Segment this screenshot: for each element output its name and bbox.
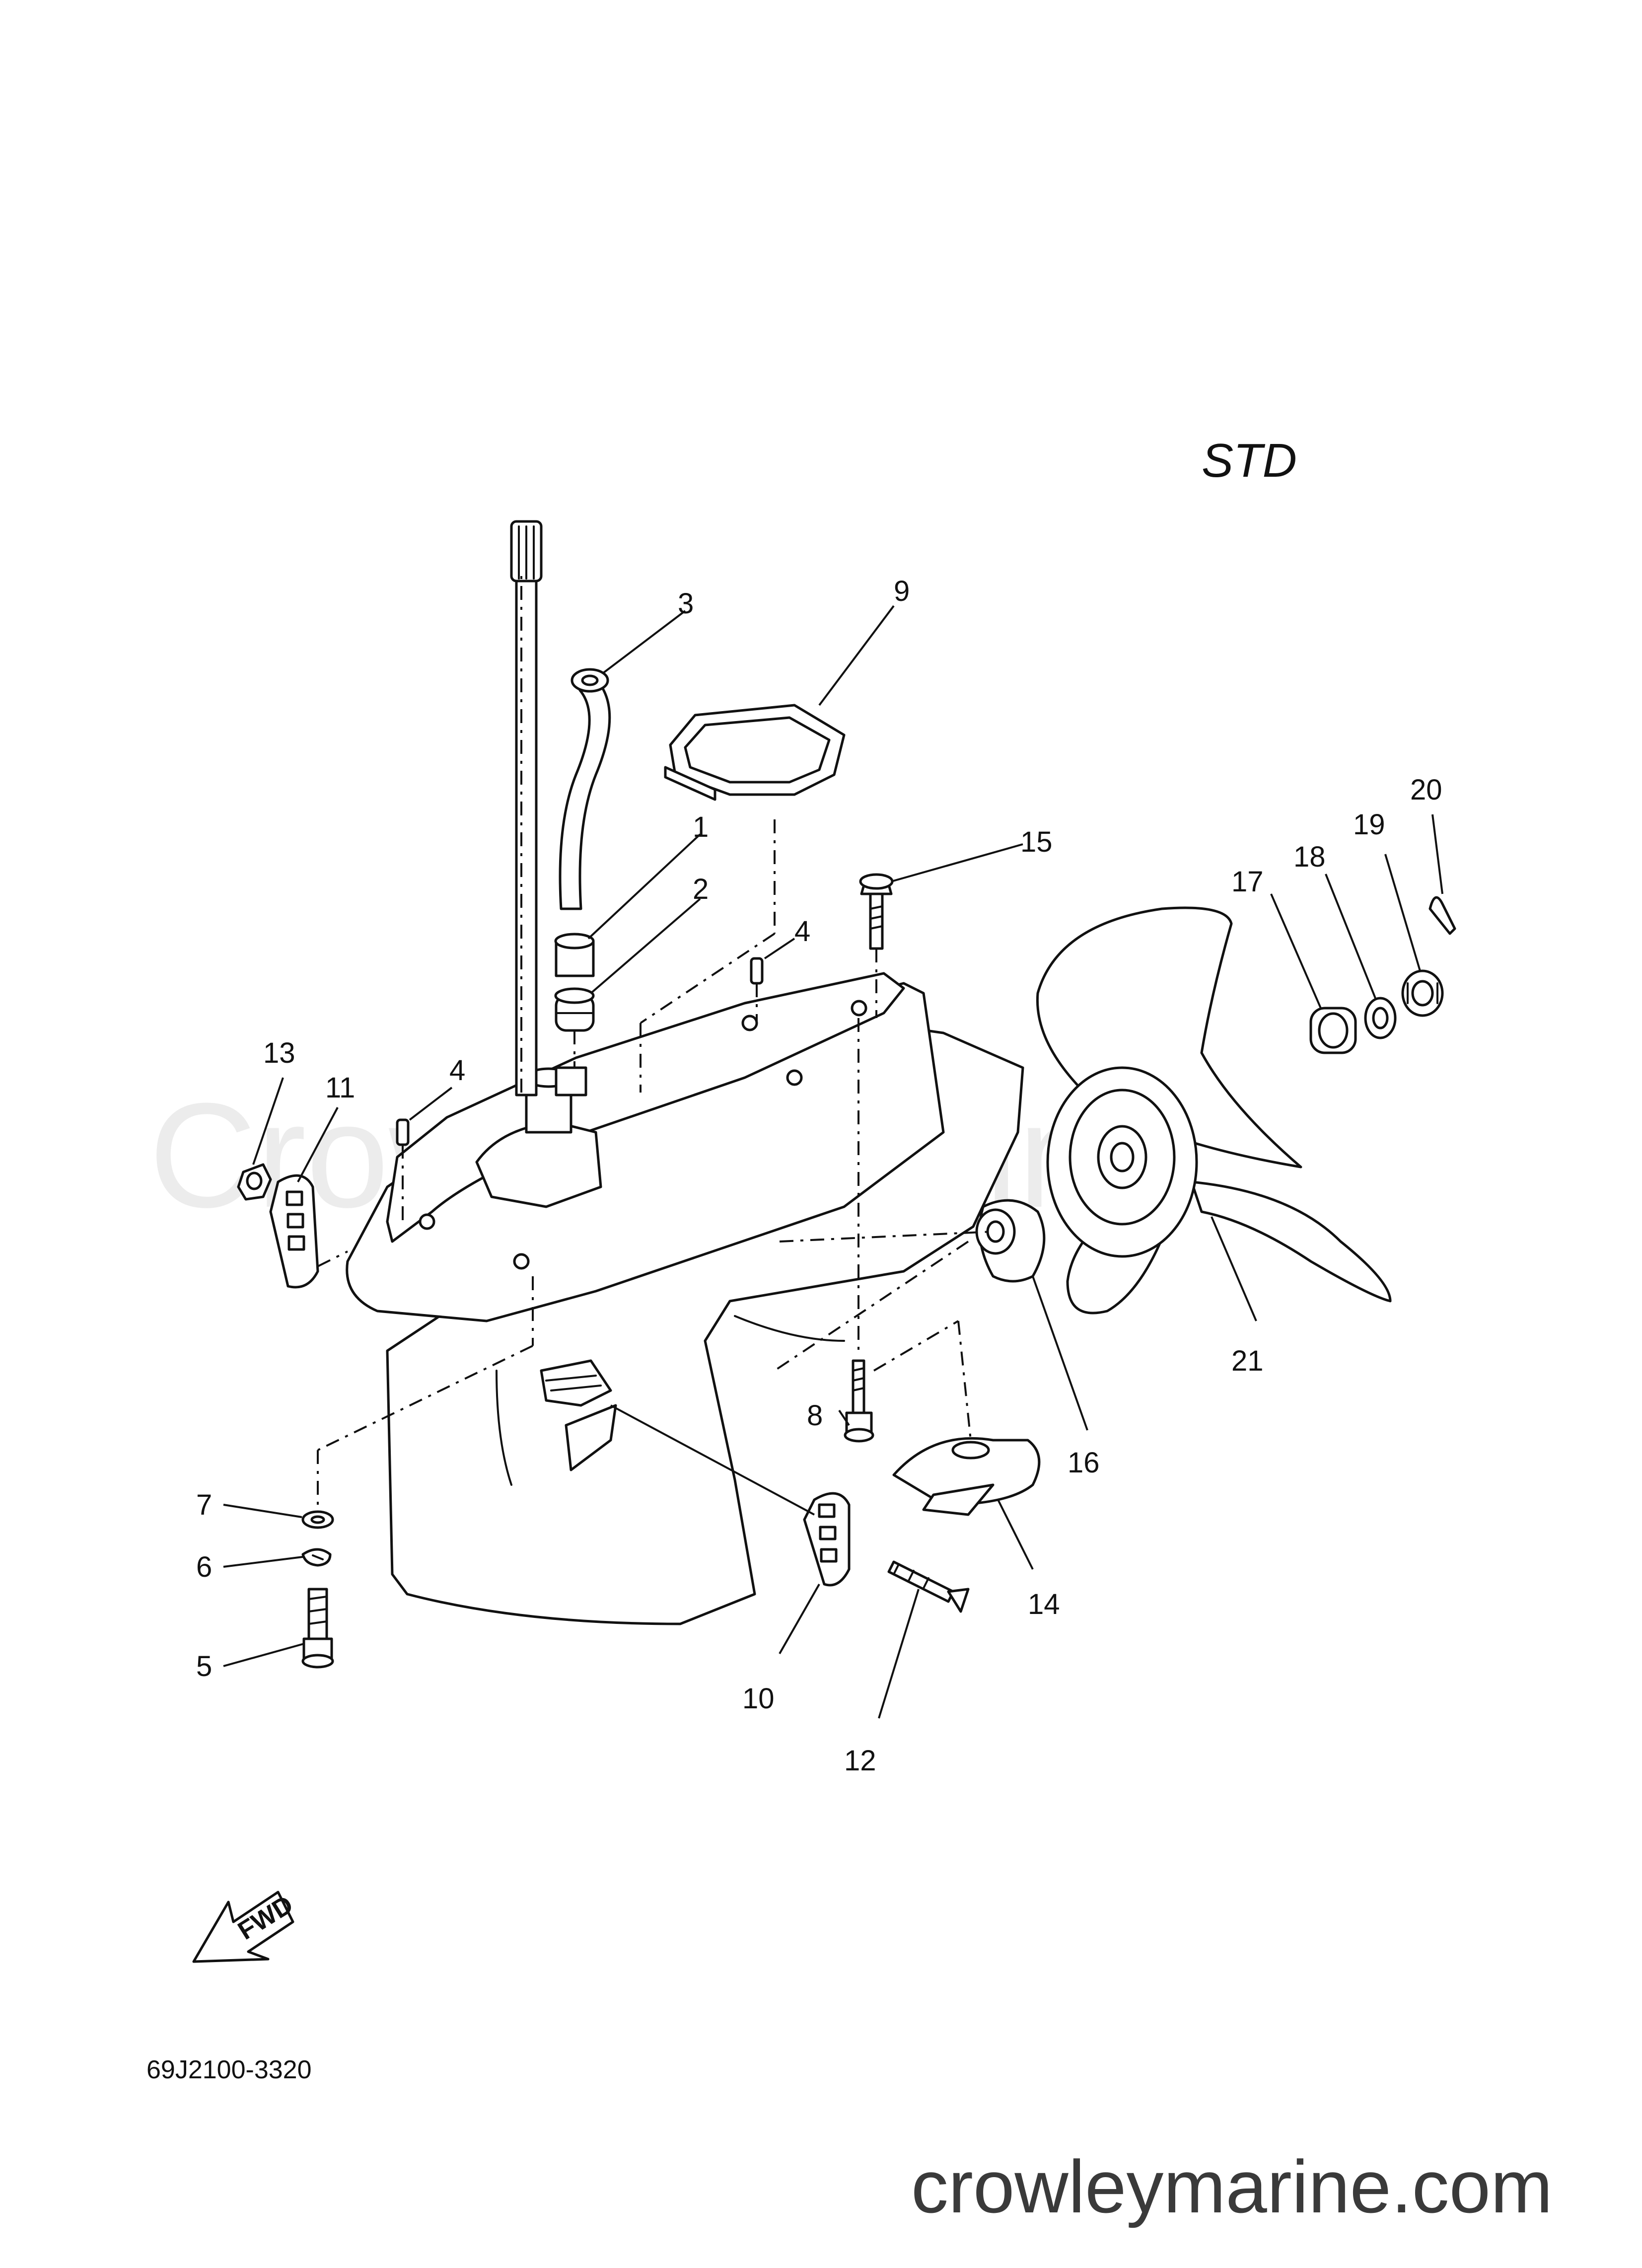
callout-13: 13 [263, 1037, 295, 1069]
callout-1: 1 [693, 811, 709, 843]
callout-14: 14 [1028, 1588, 1060, 1620]
callout-19: 19 [1353, 808, 1385, 841]
callout-4a: 4 [449, 1054, 465, 1087]
washer-7 [301, 1510, 334, 1529]
assembly-lines [317, 576, 994, 1510]
callout-5: 5 [196, 1650, 212, 1683]
callout-4b: 4 [794, 915, 810, 948]
propeller [1036, 906, 1392, 1315]
bolt-5 [301, 1588, 334, 1669]
fwd-arrow-icon: FWD [192, 1890, 298, 1963]
bolt-8 [844, 1359, 874, 1443]
spacer [1309, 1007, 1357, 1054]
grommet [554, 933, 595, 977]
callout-6: 6 [196, 1551, 212, 1583]
variant-label: STD [1202, 434, 1297, 487]
callout-numbers: 1 2 3 4 4 5 6 7 8 9 10 11 12 13 14 15 16… [196, 575, 1442, 1777]
leader-lines [223, 605, 1443, 1719]
castle-nut [1401, 969, 1444, 1017]
gasket [664, 704, 846, 801]
callout-11: 11 [325, 1072, 355, 1104]
trim-tab-anode [892, 1437, 1041, 1516]
callout-10: 10 [742, 1683, 775, 1715]
callout-21: 21 [1231, 1345, 1264, 1377]
spring-washer [301, 1548, 332, 1567]
bolt-15 [859, 873, 894, 950]
callout-12: 12 [844, 1745, 876, 1777]
anode-11 [269, 1174, 319, 1289]
callout-2: 2 [693, 873, 709, 905]
lower-casing [346, 972, 1024, 1625]
screw-12 [887, 1560, 970, 1613]
callout-15: 15 [1020, 826, 1053, 858]
callout-16: 16 [1068, 1447, 1100, 1479]
callout-8: 8 [807, 1399, 823, 1432]
nut-13 [237, 1163, 272, 1201]
diagram-code: 69J2100-3320 [146, 2055, 312, 2084]
cotter-pin [1428, 896, 1456, 935]
callout-3: 3 [678, 587, 694, 620]
dowel-pin-left [396, 1118, 410, 1146]
washer-18 [1364, 997, 1397, 1039]
website-url: crowleymarine.com [911, 2145, 1553, 2228]
callout-20: 20 [1410, 774, 1442, 806]
thrust-washer [975, 1199, 1046, 1283]
drive-shaft [510, 520, 543, 1097]
seal [554, 987, 595, 1032]
dowel-pin-right [750, 957, 764, 985]
callout-18: 18 [1293, 841, 1326, 873]
callout-7: 7 [196, 1489, 212, 1521]
callout-17: 17 [1231, 866, 1264, 898]
callout-9: 9 [894, 575, 910, 607]
water-tube [559, 668, 611, 910]
anode-10 [803, 1492, 851, 1587]
